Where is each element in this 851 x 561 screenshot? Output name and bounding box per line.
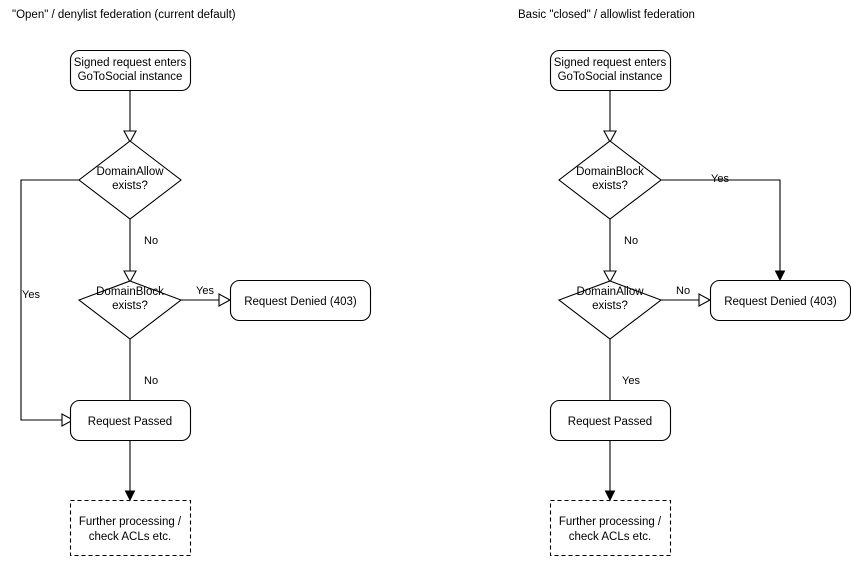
node-further-processing-right — [549, 499, 672, 557]
arrowhead-filled-passed-to-further-right — [604, 490, 616, 502]
node-domainblock-decision-right-line1: DomainBlock — [576, 166, 644, 178]
node-further-processing-right-line1: Further processing / — [559, 516, 662, 528]
diagram-open-denylist: "Open" / denylist federation (current de… — [12, 9, 372, 557]
node-domainblock-decision-left-line2: exists? — [112, 300, 148, 312]
node-request-denied-left — [229, 279, 372, 322]
node-domainallow-decision-right-line2: exists? — [592, 300, 628, 312]
arrowhead-open-start-to-domainallow-left — [123, 130, 137, 144]
node-request-denied-left-label: Request Denied (403) — [244, 296, 357, 308]
diagram-title-closed-allowlist: Basic "closed" / allowlist federation — [518, 9, 695, 21]
arrowhead-filled-domainblock-yes-right — [774, 270, 786, 282]
edge-label-domainblock-no-right: No — [624, 235, 638, 247]
node-domainallow-decision-left-line1: DomainAllow — [96, 166, 164, 178]
arrowhead-filled-passed-to-further-left — [124, 490, 136, 502]
node-signed-request-left-line2: GoToSocial instance — [78, 71, 183, 83]
edge-label-domainblock-yes-right: Yes — [711, 173, 729, 185]
node-request-passed-right-label: Request Passed — [568, 416, 652, 428]
edge-label-domainblock-yes-left: Yes — [196, 285, 214, 297]
node-signed-request-right-line2: GoToSocial instance — [558, 71, 663, 83]
node-domainblock-decision-left-line1: DomainBlock — [96, 286, 164, 298]
node-further-processing-left-line2: check ACLs etc. — [89, 531, 171, 543]
arrowhead-open-domainallow-yes-left — [61, 413, 75, 427]
edge-label-domainallow-no-right: No — [676, 285, 690, 297]
arrowhead-open-domainallow-no-right — [698, 293, 712, 307]
node-further-processing-left — [69, 499, 192, 557]
edge-domainblock-yes-right — [661, 179, 781, 272]
edge-domainallow-yes-left — [20, 179, 79, 421]
node-domainallow-decision-right-line1: DomainAllow — [576, 286, 644, 298]
node-signed-request-right-line1: Signed request enters — [554, 57, 667, 69]
node-further-processing-right-line2: check ACLs etc. — [569, 531, 651, 543]
arrowhead-open-start-to-domainblock-right — [603, 130, 617, 144]
node-request-passed-left-label: Request Passed — [88, 416, 172, 428]
edge-label-domainallow-no-left: No — [144, 235, 158, 247]
arrowhead-open-domainallow-no-left — [123, 270, 137, 284]
edge-label-domainallow-yes-left: Yes — [22, 289, 40, 301]
arrowhead-open-domainblock-yes-left — [218, 293, 232, 307]
node-request-denied-right-label: Request Denied (403) — [724, 296, 837, 308]
edge-label-domainblock-no-left: No — [144, 375, 158, 387]
diagram-closed-allowlist: Basic "closed" / allowlist federation Si… — [518, 9, 851, 557]
node-domainallow-decision-left-line2: exists? — [112, 180, 148, 192]
arrowhead-open-domainblock-no-right — [603, 270, 617, 284]
edge-label-domainallow-yes-right: Yes — [622, 375, 640, 387]
diagram-title-open-denylist: "Open" / denylist federation (current de… — [12, 9, 236, 21]
node-signed-request-left-line1: Signed request enters — [74, 57, 187, 69]
node-further-processing-left-line1: Further processing / — [79, 516, 182, 528]
node-domainblock-decision-right-line2: exists? — [592, 180, 628, 192]
